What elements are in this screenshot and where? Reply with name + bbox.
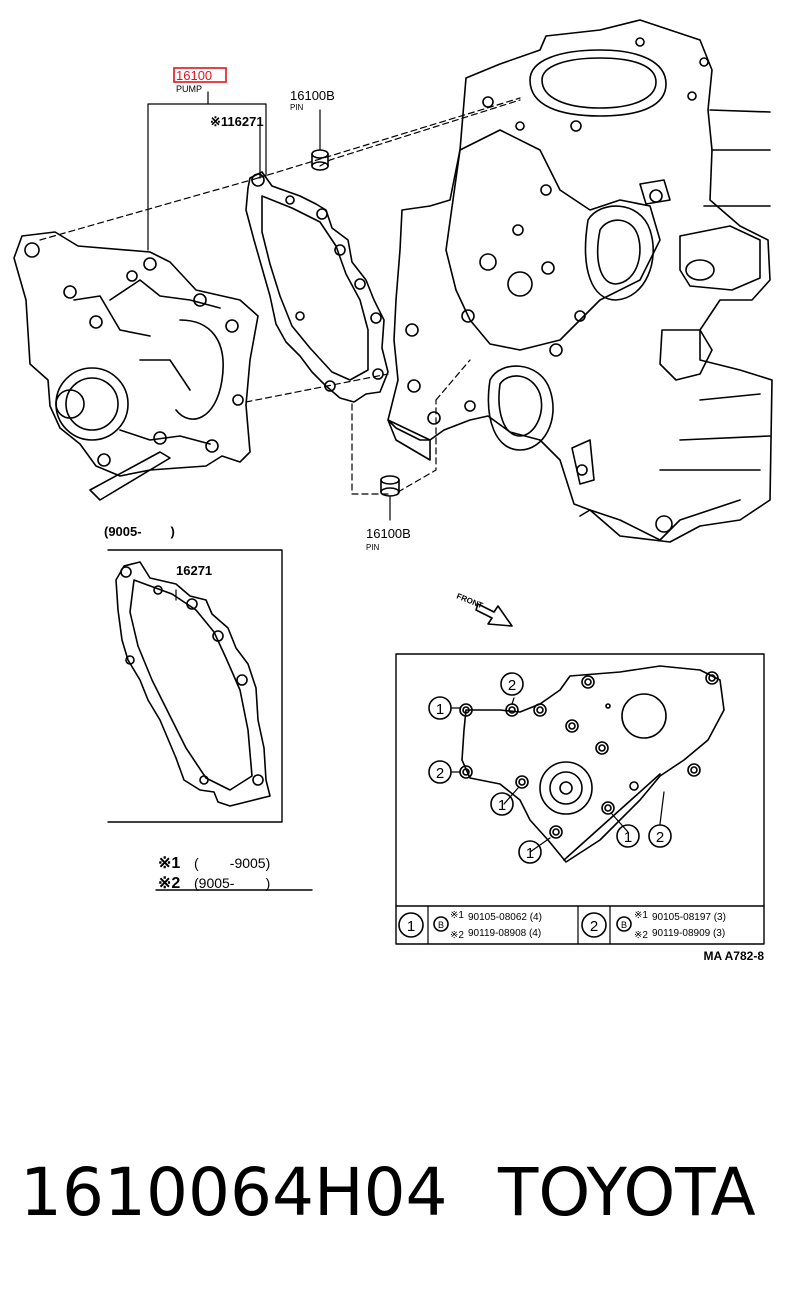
pin-bottom-part-number: 16100B — [366, 526, 411, 541]
table-group1-line2-part: 90119-08908 (4) — [468, 928, 541, 939]
gasket-part-number: ※116271 — [210, 114, 264, 129]
table-group1-bolt-symbol: B — [438, 920, 444, 930]
footer-part-number: 1610064H04 — [20, 1154, 448, 1231]
inset-date-range: (9005- ) — [104, 524, 175, 539]
table-group1-line2-mark: ※2 — [450, 930, 464, 941]
table-group1-line1-part: 90105-08062 (4) — [468, 912, 542, 923]
pin-top-label: PIN — [290, 103, 304, 112]
pump-part-number: 16100 — [176, 68, 212, 83]
pin-top-part-number: 16100B — [290, 88, 335, 103]
front-label: FRONT — [455, 592, 484, 611]
figure-code: MA A782-8 — [704, 949, 765, 963]
table-group1-line1-mark: ※1 — [450, 910, 464, 921]
leader-lines — [147, 91, 391, 521]
marker-1-right: 1 — [624, 829, 632, 846]
marker-2-left: 2 — [436, 765, 444, 782]
table-group2-id: 2 — [590, 918, 598, 935]
note2-text: (9005- ) — [194, 875, 270, 891]
alignment-lines — [39, 97, 521, 495]
note1-mark: ※1 — [158, 855, 180, 872]
table-group2-bolt-symbol: B — [621, 920, 627, 930]
inset-gasket-part-number: 16271 — [176, 563, 212, 578]
footer: 1610064H04 TOYOTA — [20, 1148, 780, 1238]
pin-bottom-drawing — [380, 475, 400, 497]
table-group2-line2-mark: ※2 — [634, 930, 648, 941]
marker-1-bottom: 1 — [526, 845, 534, 862]
marker-2-right: 2 — [656, 829, 664, 846]
bolt-location-diagram — [395, 653, 765, 945]
marker-1-middle: 1 — [498, 797, 506, 814]
marker-1-left-top: 1 — [436, 701, 444, 718]
table-group2-line1-part: 90105-08197 (3) — [652, 912, 726, 923]
front-arrow-icon — [475, 603, 513, 627]
note2-mark: ※2 — [158, 875, 180, 892]
table-group2-line2-part: 90119-08909 (3) — [652, 928, 725, 939]
inset-gasket-box — [107, 549, 283, 823]
footer-brand: TOYOTA — [498, 1154, 756, 1231]
note1-text: ( -9005) — [194, 855, 270, 871]
gasket-drawing — [245, 171, 389, 403]
marker-2-top: 2 — [508, 677, 516, 694]
parts-diagram: 16100 PUMP ※116271 16100B PIN 16100B PIN… — [13, 19, 773, 963]
table-group2-line1-mark: ※1 — [634, 910, 648, 921]
table-group1-id: 1 — [407, 918, 415, 935]
pump-label: PUMP — [176, 84, 202, 94]
pin-top-drawing — [311, 149, 329, 171]
highlight-box — [173, 67, 227, 83]
water-pump-drawing — [13, 231, 259, 501]
pin-bottom-label: PIN — [366, 543, 380, 552]
engine-block-drawing — [387, 19, 773, 543]
